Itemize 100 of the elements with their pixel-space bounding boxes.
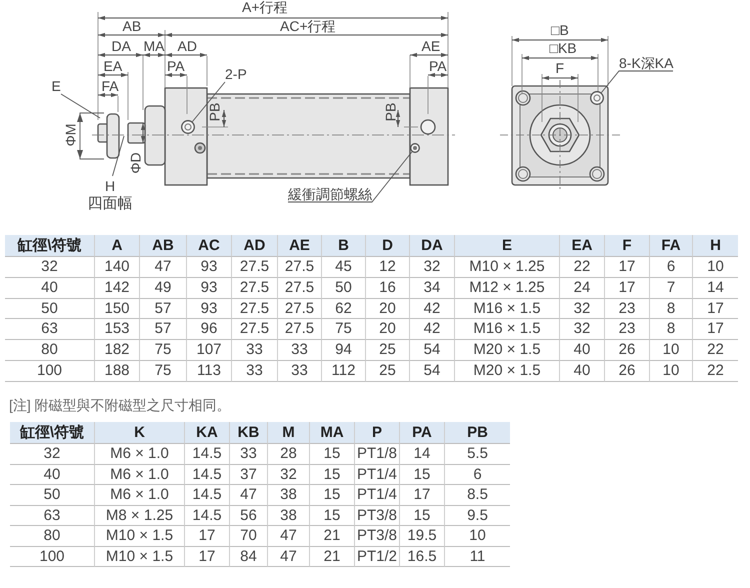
leader-line <box>600 70 674 94</box>
callout-label: 四面幅 <box>88 195 132 213</box>
leader-line <box>288 151 412 202</box>
table-cell: 25 <box>366 340 410 361</box>
dimension-label: □KB <box>550 41 577 55</box>
table-cell: 112 <box>322 361 366 382</box>
dimension-label: MA <box>144 39 164 53</box>
table-cell: 80 <box>5 340 95 361</box>
dimension-label: FA <box>102 79 119 93</box>
table-cell: 14.5 <box>185 485 230 506</box>
column-header: M <box>268 422 310 444</box>
dimension-label: AD <box>178 39 197 53</box>
table-cell: 33 <box>230 444 268 464</box>
table-cell: 153 <box>95 319 140 340</box>
table-cell: 62 <box>322 298 366 320</box>
table-cell: 182 <box>95 340 140 361</box>
table-cell: 33 <box>278 340 322 361</box>
table-cell: 26 <box>605 340 650 361</box>
dimension-label: PA <box>429 59 447 73</box>
column-header: D <box>366 235 410 257</box>
dimension-label: AB <box>122 19 142 33</box>
table-cell: PT1/4 <box>355 464 400 485</box>
table-cell: 16 <box>366 278 410 299</box>
table-cell: 37 <box>230 464 268 485</box>
column-header: DA <box>410 235 455 257</box>
table-cell: M6 × 1.0 <box>95 485 185 506</box>
table-cell: 22 <box>693 361 738 382</box>
table-cell: 34 <box>410 278 455 299</box>
table-cell: 32 <box>5 257 95 278</box>
table-cell: 15 <box>400 464 445 485</box>
table-cell: M8 × 1.25 <box>95 506 185 526</box>
table-cell: 14 <box>693 278 738 299</box>
table-cell: 22 <box>560 257 605 278</box>
column-header: EA <box>560 235 605 257</box>
dimension-label: PB <box>382 102 397 122</box>
table-cell: 15 <box>310 444 355 464</box>
table-cell: PT3/8 <box>355 506 400 526</box>
leader-line <box>112 136 124 176</box>
column-header: K <box>95 422 185 444</box>
table-cell: M10 × 1.5 <box>95 526 185 546</box>
column-header: AC <box>187 235 232 257</box>
dimension-label: EA <box>104 59 122 73</box>
table-cell: 32 <box>410 257 455 278</box>
dimension-label: ΦD <box>128 152 142 174</box>
column-header: KB <box>230 422 268 444</box>
dimension-label: □B <box>551 23 569 37</box>
table-cell: 93 <box>187 278 232 299</box>
table-cell: M20 × 1.5 <box>455 340 560 361</box>
table-cell: 24 <box>560 278 605 299</box>
column-header: P <box>355 422 400 444</box>
dimension-label: PB <box>206 102 221 122</box>
table-cell: 57 <box>140 298 187 320</box>
dimension-label: A+行程 <box>242 0 288 14</box>
column-header: 缸徑\符號 <box>10 422 95 444</box>
table-cell: 14 <box>400 444 445 464</box>
table-cell: 6 <box>445 464 510 485</box>
dimension-label: F <box>556 61 564 75</box>
table-cell: 14.5 <box>185 444 230 464</box>
column-header: KA <box>185 422 230 444</box>
table-cell: 32 <box>560 298 605 320</box>
dimension-label: DA <box>112 39 131 53</box>
table-cell: 27.5 <box>278 257 322 278</box>
table-cell: 15 <box>400 506 445 526</box>
column-header: PA <box>400 422 445 444</box>
table-cell: 10 <box>650 340 693 361</box>
column-header: F <box>605 235 650 257</box>
table-cell: 75 <box>140 340 187 361</box>
table-cell: 11 <box>445 546 510 567</box>
table-cell: 56 <box>230 506 268 526</box>
dimension-label: AE <box>422 39 440 53</box>
column-header: AE <box>278 235 322 257</box>
table-cell: 94 <box>322 340 366 361</box>
table-cell: M20 × 1.5 <box>455 361 560 382</box>
table-cell: 93 <box>187 298 232 320</box>
column-header: MA <box>310 422 355 444</box>
table-cell: 142 <box>95 278 140 299</box>
table-cell: 38 <box>268 506 310 526</box>
table-cell: 54 <box>410 361 455 382</box>
table-cell: 21 <box>310 526 355 546</box>
table-cell: 14.5 <box>185 464 230 485</box>
table-cell: 17 <box>693 319 738 340</box>
column-header: AB <box>140 235 187 257</box>
table-cell: 33 <box>232 340 278 361</box>
table-cell: 16.5 <box>400 546 445 567</box>
table-cell: M10 × 1.5 <box>95 546 185 567</box>
table-cell: 8.5 <box>445 485 510 506</box>
table-cell: 107 <box>187 340 232 361</box>
table-cell: 50 <box>10 485 95 506</box>
table-cell: 20 <box>366 298 410 320</box>
table-cell: M16 × 1.5 <box>455 319 560 340</box>
table-cell: 113 <box>187 361 232 382</box>
table-cell: 70 <box>230 526 268 546</box>
table-cell: 9.5 <box>445 506 510 526</box>
column-header: A <box>95 235 140 257</box>
table-cell: 47 <box>268 526 310 546</box>
table-cell: 17 <box>693 298 738 320</box>
table-cell: 23 <box>605 319 650 340</box>
table-cell: 15 <box>310 464 355 485</box>
table-cell: 33 <box>232 361 278 382</box>
table-cell: 27.5 <box>232 298 278 320</box>
